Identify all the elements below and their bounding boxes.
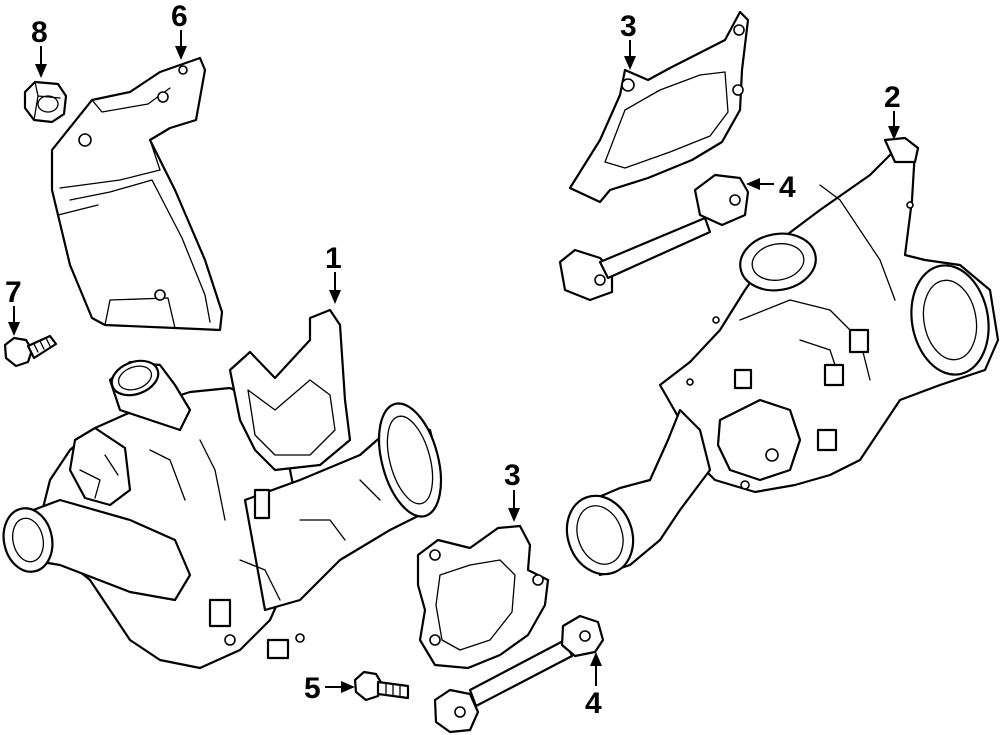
part-5-bolt — [353, 670, 410, 702]
callout-4b-label: 4 — [585, 687, 602, 720]
callout-5-arrowhead — [341, 681, 355, 693]
callout-8-arrowhead — [35, 64, 47, 78]
callout-1-arrowhead — [329, 290, 341, 304]
part-4-bracket-bottom — [433, 614, 605, 734]
callout-1-label: 1 — [325, 242, 342, 275]
part-4-bracket-top — [558, 173, 750, 302]
callout-5-label: 5 — [304, 672, 321, 705]
callout-8-label: 8 — [31, 16, 48, 49]
callout-2-arrowhead — [888, 126, 900, 140]
callout-4b-arrowhead — [590, 652, 602, 666]
part-8-nut — [23, 80, 68, 124]
callout-3b-arrowhead — [508, 508, 520, 522]
callout-6-arrowhead — [175, 46, 187, 60]
callout-4a-arrowhead — [746, 178, 760, 190]
callout-2-label: 2 — [884, 81, 901, 114]
callout-3b-label: 3 — [504, 459, 521, 492]
callout-7-label: 7 — [5, 276, 22, 309]
part-6-heat-shield — [50, 56, 224, 332]
callout-3a-arrowhead — [624, 56, 636, 70]
callouts: 1 2 3 3 4 4 5 6 7 8 — [5, 0, 901, 720]
part-3-gasket-bottom — [416, 524, 550, 670]
part-1-turbocharger — [2, 308, 443, 670]
part-3-gasket-top — [568, 10, 750, 204]
callout-6-label: 6 — [171, 0, 188, 33]
callout-3a-label: 3 — [620, 10, 637, 43]
part-7-bolt — [3, 334, 58, 368]
part-2-turbocharger — [565, 136, 1000, 577]
callout-4a-label: 4 — [779, 171, 796, 204]
callout-7-arrowhead — [8, 322, 20, 336]
